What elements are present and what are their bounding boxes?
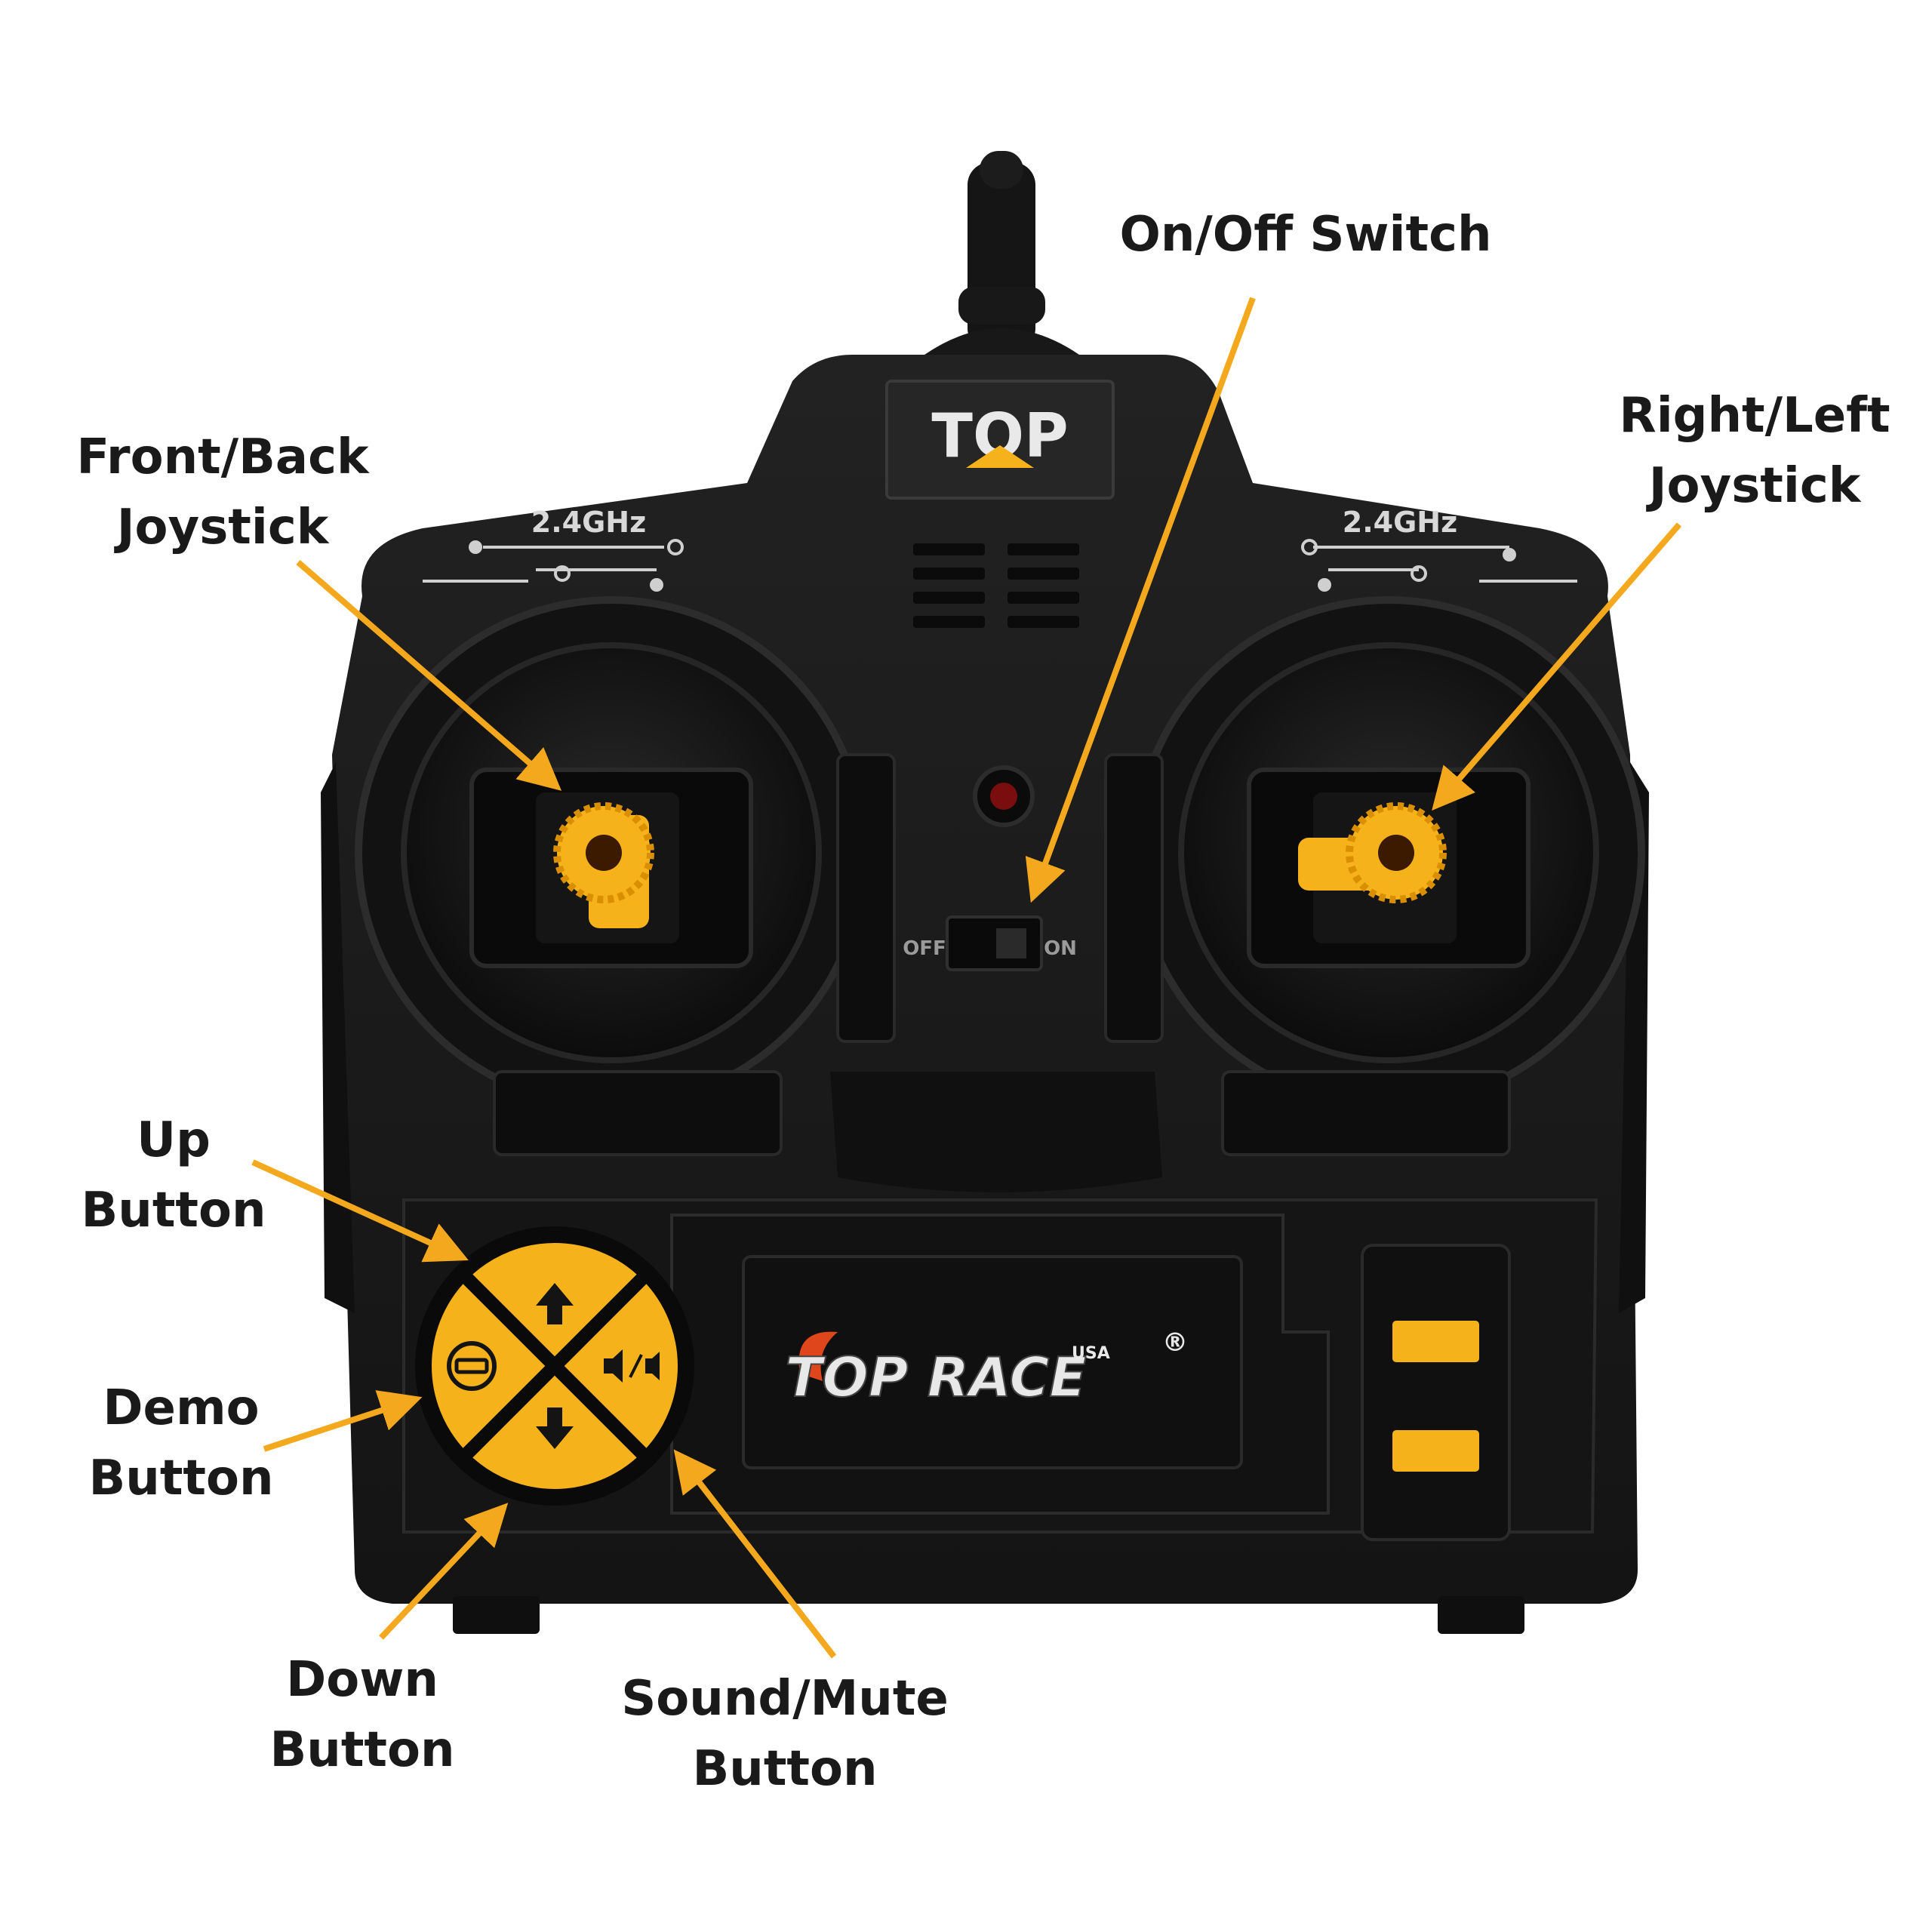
- power-led: [973, 765, 1035, 827]
- sound-mute-button[interactable]: [604, 1349, 660, 1383]
- down-button[interactable]: [536, 1407, 574, 1449]
- up-button[interactable]: [536, 1283, 574, 1324]
- svg-text:USA: USA: [1072, 1344, 1110, 1363]
- svg-text:®: ®: [1162, 1327, 1188, 1358]
- svg-text:OFF: OFF: [903, 937, 946, 960]
- label-sound-mute-button: Sound/Mute Button: [621, 1671, 949, 1797]
- label-demo-button: Demo Button: [88, 1380, 274, 1506]
- arrow-down-button: [379, 1503, 509, 1640]
- arrow-front-back-joystick: [296, 559, 562, 791]
- front-back-joystick[interactable]: [355, 596, 868, 1109]
- demo-button[interactable]: [447, 1341, 497, 1391]
- speaker-grille: [913, 543, 1079, 628]
- on-off-switch[interactable]: OFF ON: [903, 915, 1077, 971]
- arrow-sound-mute-button: [673, 1449, 837, 1659]
- lower-panel: [402, 1198, 1598, 1534]
- d-pad: [415, 1226, 694, 1506]
- frequency-print-right: 2.4GHz: [1301, 506, 1577, 592]
- arrow-demo-button: [263, 1390, 423, 1452]
- arrow-right-left-joystick: [1432, 522, 1682, 811]
- svg-text:2.4GHz: 2.4GHz: [1343, 506, 1457, 539]
- antenna: [924, 151, 1079, 377]
- label-right-left-joystick: Right/Left Joystick: [1619, 388, 1890, 514]
- side-buttons[interactable]: [1361, 1244, 1511, 1541]
- trim-sliders[interactable]: [493, 753, 1511, 1156]
- arrow-on-off-switch: [1025, 297, 1256, 903]
- right-left-joystick[interactable]: [1132, 596, 1645, 1109]
- label-down-button: Down Button: [269, 1652, 455, 1778]
- svg-text:ON: ON: [1044, 937, 1077, 960]
- center-ridge: [830, 1072, 1162, 1192]
- leader-arrows: [251, 297, 1682, 1659]
- label-up-button: Up Button: [81, 1112, 266, 1238]
- frequency-print-left: 2.4GHz: [423, 506, 684, 592]
- svg-text:TOP RACE: TOP RACE: [785, 1346, 1086, 1409]
- svg-text:2.4GHz: 2.4GHz: [531, 506, 646, 539]
- top-race-logo: TOP RACE USA ®: [784, 1327, 1188, 1410]
- arrow-up-button: [251, 1159, 469, 1263]
- label-on-off-switch: On/Off Switch: [1119, 207, 1492, 263]
- top-brand-badge: TOP: [885, 380, 1115, 500]
- label-front-back-joystick: Front/Back Joystick: [76, 429, 369, 555]
